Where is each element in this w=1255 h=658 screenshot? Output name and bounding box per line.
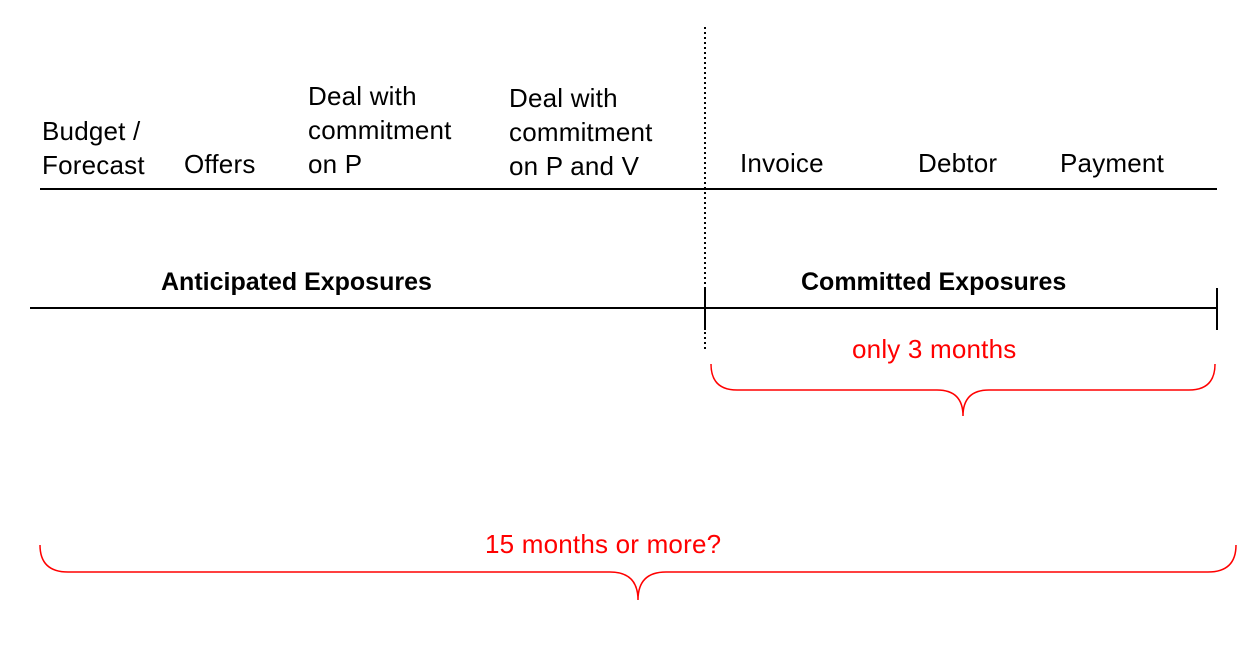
- long-span-brace: [39, 544, 1237, 601]
- annotation-15-months-or-more: 15 months or more?: [485, 529, 722, 559]
- stage-deal-commitment-p: Deal with commitment on P: [308, 81, 452, 179]
- stage-debtor: Debtor: [918, 148, 998, 178]
- annotation-only-3-months: only 3 months: [852, 334, 1017, 364]
- section-anticipated-exposures: Anticipated Exposures: [161, 268, 432, 296]
- stage-budget-forecast: Budget / Forecast: [42, 116, 145, 180]
- stage-offers: Offers: [184, 149, 256, 179]
- stage-invoice: Invoice: [740, 148, 824, 178]
- short-span-brace: [710, 363, 1216, 417]
- section-committed-exposures: Committed Exposures: [801, 268, 1067, 296]
- stage-payment: Payment: [1060, 148, 1165, 178]
- stage-deal-commitment-p-v: Deal with commitment on P and V: [509, 83, 653, 181]
